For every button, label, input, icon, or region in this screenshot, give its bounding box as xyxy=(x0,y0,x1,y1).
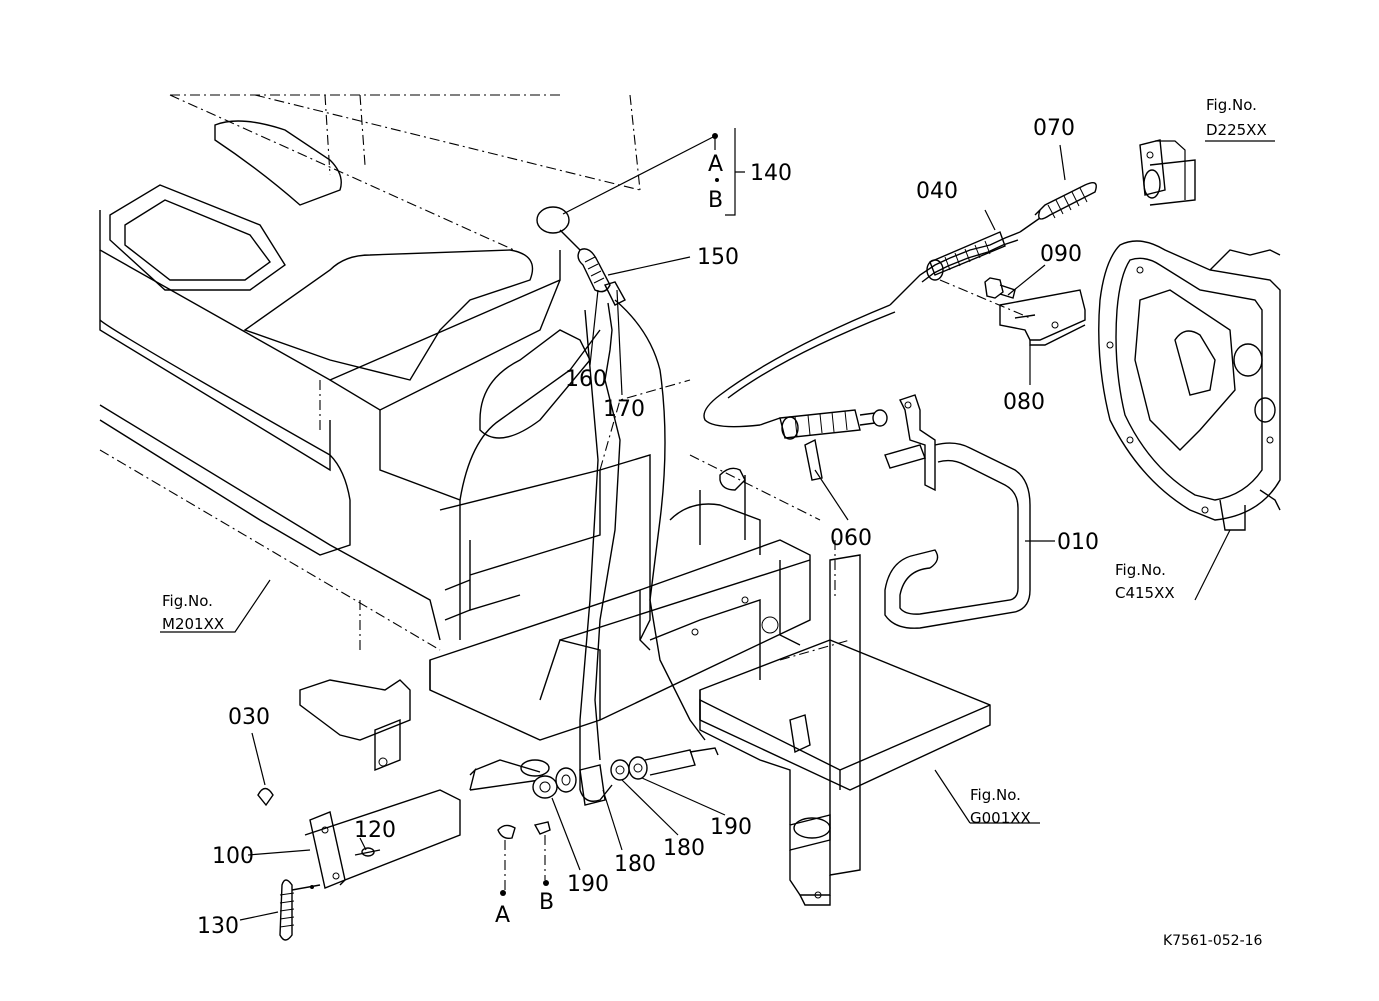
label-160: 160 xyxy=(565,367,607,392)
ref-dot-130 xyxy=(310,885,314,889)
cabin-floor-outline xyxy=(99,94,641,651)
ref-dot-bottom-b xyxy=(543,880,549,886)
cable-end-boot-bottom xyxy=(779,409,888,440)
floor-plate xyxy=(699,639,991,791)
label-010: 010 xyxy=(1057,530,1099,555)
transmission-housing xyxy=(1098,240,1281,531)
knob-140 xyxy=(536,206,626,306)
clip-030 xyxy=(257,787,274,807)
ref-letter-a-top: A xyxy=(708,152,723,177)
label-080: 080 xyxy=(1003,390,1045,415)
fig-ref-c415-title: Fig.No. xyxy=(1115,561,1166,579)
label-140: 140 xyxy=(750,161,792,186)
spring-130 xyxy=(279,879,321,941)
cable-040 xyxy=(703,231,1021,440)
fig-ref-g001-title: Fig.No. xyxy=(970,786,1021,804)
bolt-090 xyxy=(984,277,1016,299)
label-120: 120 xyxy=(354,818,396,843)
label-040: 040 xyxy=(916,179,958,204)
label-180-right: 180 xyxy=(663,836,705,861)
leader-lines xyxy=(160,128,1275,921)
label-190-right: 190 xyxy=(710,815,752,840)
spring-070 xyxy=(1019,139,1196,233)
label-150: 150 xyxy=(697,245,739,270)
ref-letter-b-top: B xyxy=(708,188,723,213)
stand-post xyxy=(699,554,861,906)
plate-100 xyxy=(309,811,346,889)
label-130: 130 xyxy=(197,914,239,939)
lower-bracket-plate xyxy=(299,679,461,886)
cable-end-boot-top xyxy=(926,231,1006,281)
fig-ref-d225-title: Fig.No. xyxy=(1206,96,1257,114)
pin-120 xyxy=(354,847,381,857)
bracket-060 xyxy=(804,394,936,492)
rod-150 xyxy=(579,299,706,802)
ref-letter-a-bottom: A xyxy=(495,903,510,928)
label-190-left: 190 xyxy=(567,872,609,897)
label-100: 100 xyxy=(212,844,254,869)
label-030: 030 xyxy=(228,705,270,730)
drawing-code: K7561-052-16 xyxy=(1163,933,1263,949)
mount-frame xyxy=(429,379,836,741)
lever-handle-010 xyxy=(884,442,1031,629)
label-180-left: 180 xyxy=(614,852,656,877)
ref-dot-bottom-a xyxy=(500,890,506,896)
label-070: 070 xyxy=(1033,116,1075,141)
bracket-080 xyxy=(939,279,1086,346)
label-170: 170 xyxy=(603,397,645,422)
fig-ref-m201-title: Fig.No. xyxy=(162,592,213,610)
washer-nut-group xyxy=(469,747,719,890)
ref-letter-b-bottom: B xyxy=(539,890,554,915)
ref-dot-mid xyxy=(715,178,719,182)
label-060: 060 xyxy=(830,526,872,551)
fig-ref-d225-code: D225XX xyxy=(1206,121,1267,139)
fig-ref-m201-code: M201XX xyxy=(162,615,224,633)
label-090: 090 xyxy=(1040,242,1082,267)
fig-ref-g001-code: G001XX xyxy=(970,809,1031,827)
fig-ref-c415-code: C415XX xyxy=(1115,584,1175,602)
